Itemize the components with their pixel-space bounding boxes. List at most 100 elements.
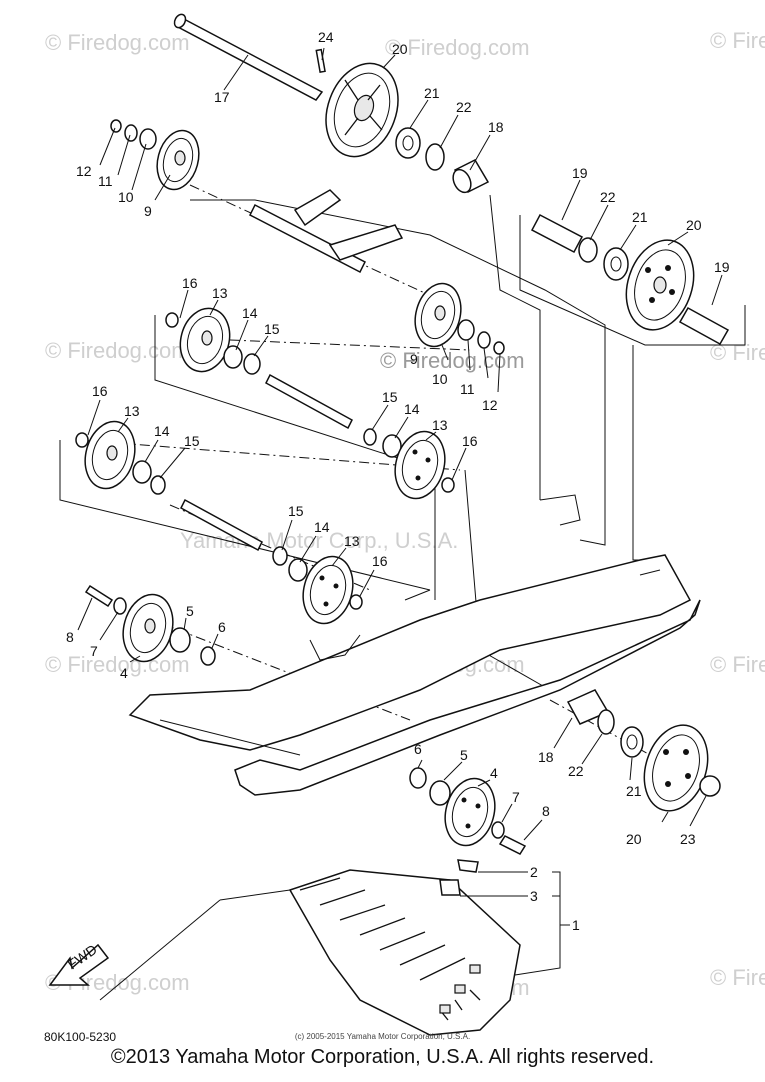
- bolt-8-lower: [498, 835, 527, 855]
- wheel-13-a: [179, 307, 231, 373]
- cap-23: [699, 775, 721, 797]
- callout: 1: [572, 917, 580, 933]
- nut-12-mid: [493, 341, 505, 355]
- nut-16-d: [349, 594, 363, 610]
- watermark: © Firedog.com: [710, 965, 765, 990]
- callout: 10: [432, 371, 448, 387]
- watermark: © Firedog.com: [45, 652, 190, 677]
- callout: 20: [686, 217, 702, 233]
- callout: 15: [184, 433, 200, 449]
- bearing-14-c: [132, 460, 152, 484]
- watermark-layer: © Firedog.com © Firedog.com © Firedog.co…: [45, 28, 765, 1000]
- bearing-10-mid: [457, 319, 475, 341]
- callout: 21: [626, 783, 642, 799]
- watermark: © Firedog.com: [710, 652, 765, 677]
- washer-15-b: [363, 428, 377, 446]
- axle-17: [173, 13, 326, 101]
- bearing-14-d: [288, 558, 308, 582]
- bearing-5-left: [169, 627, 191, 653]
- callout: 7: [90, 643, 98, 659]
- callout: 4: [490, 765, 498, 781]
- callout: 17: [214, 89, 230, 105]
- washer-15-a: [243, 353, 261, 375]
- callout: 21: [632, 209, 648, 225]
- callout: 14: [314, 519, 330, 535]
- callout: 18: [538, 749, 554, 765]
- callout: 24: [318, 29, 334, 45]
- clip-3: [439, 879, 461, 896]
- callout: 6: [414, 741, 422, 757]
- clip-2: [457, 859, 479, 873]
- callout: 13: [212, 285, 228, 301]
- callout: 7: [512, 789, 520, 805]
- wheel-4-lower: [444, 777, 496, 847]
- callout: 12: [482, 397, 498, 413]
- wheel-4-left: [122, 593, 174, 663]
- bolt-8-left: [84, 584, 114, 608]
- watermark: © Firedog.com: [45, 30, 190, 55]
- callout: 22: [600, 189, 616, 205]
- callout: 19: [572, 165, 588, 181]
- collar-19-left: [530, 213, 584, 254]
- callout: 23: [680, 831, 696, 847]
- nut-16-a: [165, 312, 179, 328]
- collar-19-right: [678, 306, 730, 346]
- callout: 11: [460, 381, 475, 397]
- nut-6-left: [200, 646, 216, 666]
- washer-15-d: [272, 546, 288, 566]
- callout: 16: [372, 553, 388, 569]
- callout: 2: [530, 864, 538, 880]
- wheel-9-mid: [414, 282, 462, 348]
- track-1: [99, 869, 521, 1036]
- washer-11-mid: [477, 331, 491, 349]
- bearing-21: [395, 127, 421, 159]
- bearing-14-b: [382, 434, 402, 458]
- copyright-footer: ©2013 Yamaha Motor Corporation, U.S.A. A…: [110, 1046, 655, 1068]
- callout: 16: [92, 383, 108, 399]
- callout: 20: [626, 831, 642, 847]
- washer-15-c: [150, 475, 166, 495]
- bearing-5-lower: [429, 780, 451, 806]
- callout: 8: [66, 629, 74, 645]
- axle-shaft-b: [180, 498, 263, 552]
- wheel-20-lower: [643, 724, 709, 812]
- callout-labels: 17 24 20 21 22 18 12 11 10 9 19 22 21 20…: [66, 29, 730, 933]
- bearing-10: [139, 128, 157, 150]
- callout: 14: [404, 401, 420, 417]
- callout: 13: [344, 533, 360, 549]
- watermark: © Firedog.com: [45, 338, 190, 363]
- nut-6-lower: [409, 767, 427, 789]
- nut-12: [110, 119, 122, 133]
- callout: 9: [410, 351, 418, 367]
- wheel-20-top: [325, 62, 399, 158]
- callout: 19: [714, 259, 730, 275]
- callout: 18: [488, 119, 504, 135]
- bearing-21-lower: [620, 726, 644, 758]
- callout: 9: [144, 203, 152, 219]
- callout: 22: [456, 99, 472, 115]
- washer-7-left: [113, 597, 127, 615]
- clip-22-lower: [597, 709, 615, 735]
- slide-rail: [128, 494, 701, 796]
- nut-16-b: [441, 477, 455, 493]
- callout: 20: [392, 41, 408, 57]
- wheel-13-d: [302, 555, 354, 625]
- callout: 5: [186, 603, 194, 619]
- wheel-13-c: [84, 420, 136, 490]
- axle-shaft-a: [265, 373, 353, 430]
- callout: 3: [530, 888, 538, 904]
- nut-16-c: [75, 432, 89, 448]
- callout: 15: [288, 503, 304, 519]
- callout: 15: [382, 389, 398, 405]
- leader-lines: [77, 47, 723, 976]
- wheel-13-b: [394, 430, 446, 500]
- wheel-9-top: [156, 129, 200, 191]
- washer-7-lower: [491, 821, 505, 839]
- watermark: © Firedog.com: [385, 35, 530, 60]
- bearing-14-a: [223, 345, 243, 369]
- callout: 15: [264, 321, 280, 337]
- washer-11: [124, 124, 138, 142]
- clip-22: [425, 143, 445, 171]
- callout: 6: [218, 619, 226, 635]
